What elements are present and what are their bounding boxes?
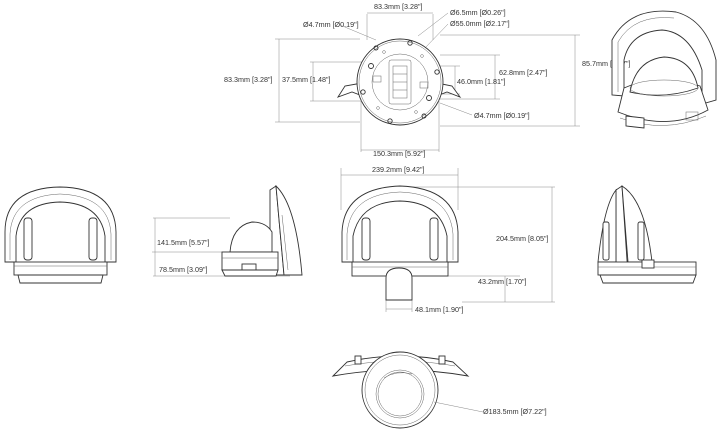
front-view-center: 239.2mm [9.42"] 204.5mm [8.05"] 43.2mm [… (340, 165, 555, 314)
dim-diameter-183-5: Ø183.5mm [Ø7.22"] (483, 407, 547, 416)
dim-hole-6-5: Ø6.5mm [Ø0.26"] (450, 8, 506, 17)
dim-top-height-left: 83.3mm [3.28"] (224, 75, 273, 84)
dim-right-62-8: 62.8mm [2.47"] (499, 68, 548, 77)
dim-top-width: 83.3mm [3.28"] (374, 2, 423, 11)
dim-inner-37-5: 37.5mm [1.48"] (282, 75, 331, 84)
dim-right-46-0: 46.0mm [1.81"] (457, 77, 506, 86)
dim-height-141-5: 141.5mm [5.57"] (157, 238, 210, 247)
dim-width-150-3: 150.3mm [5.92"] (373, 149, 426, 158)
dim-height-43-2: 43.2mm [1.70"] (478, 277, 527, 286)
dim-circle-55: Ø55.0mm [Ø2.17"] (450, 19, 510, 28)
dim-hole-small-tl: Ø4.7mm [Ø0.19"] (303, 20, 359, 29)
bottom-view: Ø183.5mm [Ø7.22"] (331, 351, 547, 429)
iso-view (611, 10, 717, 129)
side-view: 141.5mm [5.57"] 78.5mm [3.09"] (152, 184, 303, 277)
dim-height-204-5: 204.5mm [8.05"] (496, 234, 549, 243)
side-view-right (597, 185, 697, 284)
dim-height-78-5: 78.5mm [3.09"] (159, 265, 208, 274)
top-view: 83.3mm [3.28"] Ø4.7mm [Ø0.19"] Ø6.5mm [Ø… (224, 2, 631, 158)
dim-hole-small-br: Ø4.7mm [Ø0.19"] (474, 111, 530, 120)
front-view-left (4, 186, 117, 284)
dim-width-239-2: 239.2mm [9.42"] (372, 165, 425, 174)
dim-height-85-7: 85.7mm [3.37"] (582, 59, 631, 68)
dim-width-48-1: 48.1mm [1.90"] (415, 305, 464, 314)
